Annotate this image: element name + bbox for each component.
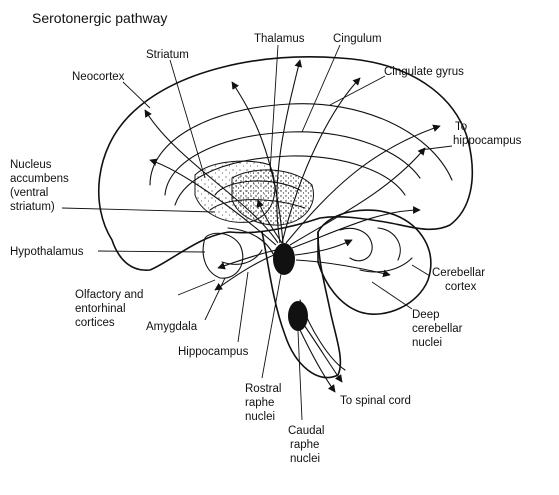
label-caudal-raphe-line1: Caudal <box>288 425 324 437</box>
neocortex-outline <box>97 56 474 271</box>
leader-cingulum <box>301 44 341 133</box>
callosum-inner <box>174 155 406 206</box>
label-caudal-raphe-line3: nuclei <box>290 453 320 465</box>
label-deep-cerebellar-line2: cerebellar <box>412 323 463 335</box>
label-neocortex: Neocortex <box>72 71 125 83</box>
projection-frontal <box>149 158 277 246</box>
label-cingulum: Cingulum <box>333 33 382 45</box>
leader-hypothalamus <box>97 250 206 253</box>
leader-to-hippocampus <box>419 145 453 151</box>
limbic-curve <box>221 249 263 265</box>
projection-neocortex <box>144 109 279 244</box>
label-caudal-raphe-line2: raphe <box>290 439 319 451</box>
projection-amygdala <box>214 254 275 291</box>
leader-cerebellar-cortex <box>411 264 431 277</box>
label-nucleus-accumbens-line4: striatum) <box>10 201 55 213</box>
projection-spinal-cord <box>299 329 336 393</box>
label-deep-cerebellar-line3: nuclei <box>412 337 442 349</box>
projection-posterior <box>291 206 421 249</box>
label-hippocampus: Hippocampus <box>178 346 249 358</box>
projection-cingulum <box>276 59 303 244</box>
leader-striatum <box>169 59 206 179</box>
label-olfactory-line3: cortices <box>75 317 115 329</box>
leader-accumbens <box>61 207 216 213</box>
hypothalamus-outline <box>202 232 244 279</box>
label-olfactory-line2: entorhinal <box>75 303 126 315</box>
hippocampal-curve <box>227 227 276 259</box>
cerebellum-folia <box>377 227 401 261</box>
cerebellum-folia <box>339 227 373 262</box>
diagram-title: Serotonergic pathway <box>32 10 167 26</box>
projection-thalamus <box>256 199 283 244</box>
leader-hippocampus <box>237 271 249 343</box>
projection-superior <box>231 81 284 244</box>
projection-hippocampus <box>289 147 426 246</box>
label-cerebellar-cortex-line1: Cerebellar <box>432 267 485 279</box>
label-rostral-raphe-line1: Rostral <box>245 383 281 395</box>
thalamus-swirl <box>209 199 306 211</box>
label-deep-cerebellar-line1: Deep <box>412 309 440 321</box>
label-nucleus-accumbens-line3: (ventral <box>10 187 48 199</box>
leader-rostral-raphe <box>261 273 282 379</box>
projection-spinal-cord-2 <box>301 321 343 383</box>
leader-caudal-raphe <box>297 330 303 421</box>
leader-cingulate <box>329 75 386 106</box>
projection-cerebellar-cortex <box>295 259 391 278</box>
rostral-raphe-nuclei <box>273 243 295 275</box>
projection-cingulum-2 <box>281 77 361 244</box>
label-to-hippocampus-line2: hippocampus <box>453 135 522 147</box>
thalamus-swirl <box>214 180 301 196</box>
leader-deep-cerebellar <box>371 281 413 310</box>
leader-neocortex <box>122 81 151 109</box>
label-rostral-raphe-line3: nuclei <box>245 411 275 423</box>
label-cingulate-gyrus: Cingulate gyrus <box>384 66 464 78</box>
label-to-spinal-cord: To spinal cord <box>340 395 411 407</box>
projection-cerebellum <box>294 239 353 256</box>
cingulum-outline <box>164 131 421 196</box>
leader-amygdala <box>204 277 226 321</box>
projection-hypothalamus <box>217 249 277 270</box>
projection-cingulate <box>285 124 441 244</box>
label-nucleus-accumbens-line2: accumbens <box>10 173 69 185</box>
label-olfactory-line1: Olfactory and <box>75 289 143 301</box>
cerebellum-outline <box>317 209 432 315</box>
label-nucleus-accumbens-line1: Nucleus <box>10 159 52 171</box>
label-hypothalamus: Hypothalamus <box>10 246 84 258</box>
cingulate-gyrus-outline <box>149 103 453 186</box>
label-cerebellar-cortex-line2: cortex <box>445 281 477 293</box>
label-amygdala: Amygdala <box>146 321 198 333</box>
label-striatum: Striatum <box>146 49 189 61</box>
label-to-hippocampus-line1: To <box>455 121 467 133</box>
label-thalamus: Thalamus <box>254 33 305 45</box>
leader-olfactory <box>177 279 216 296</box>
leader-thalamus <box>269 44 279 173</box>
label-rostral-raphe-line2: raphe <box>245 397 274 409</box>
